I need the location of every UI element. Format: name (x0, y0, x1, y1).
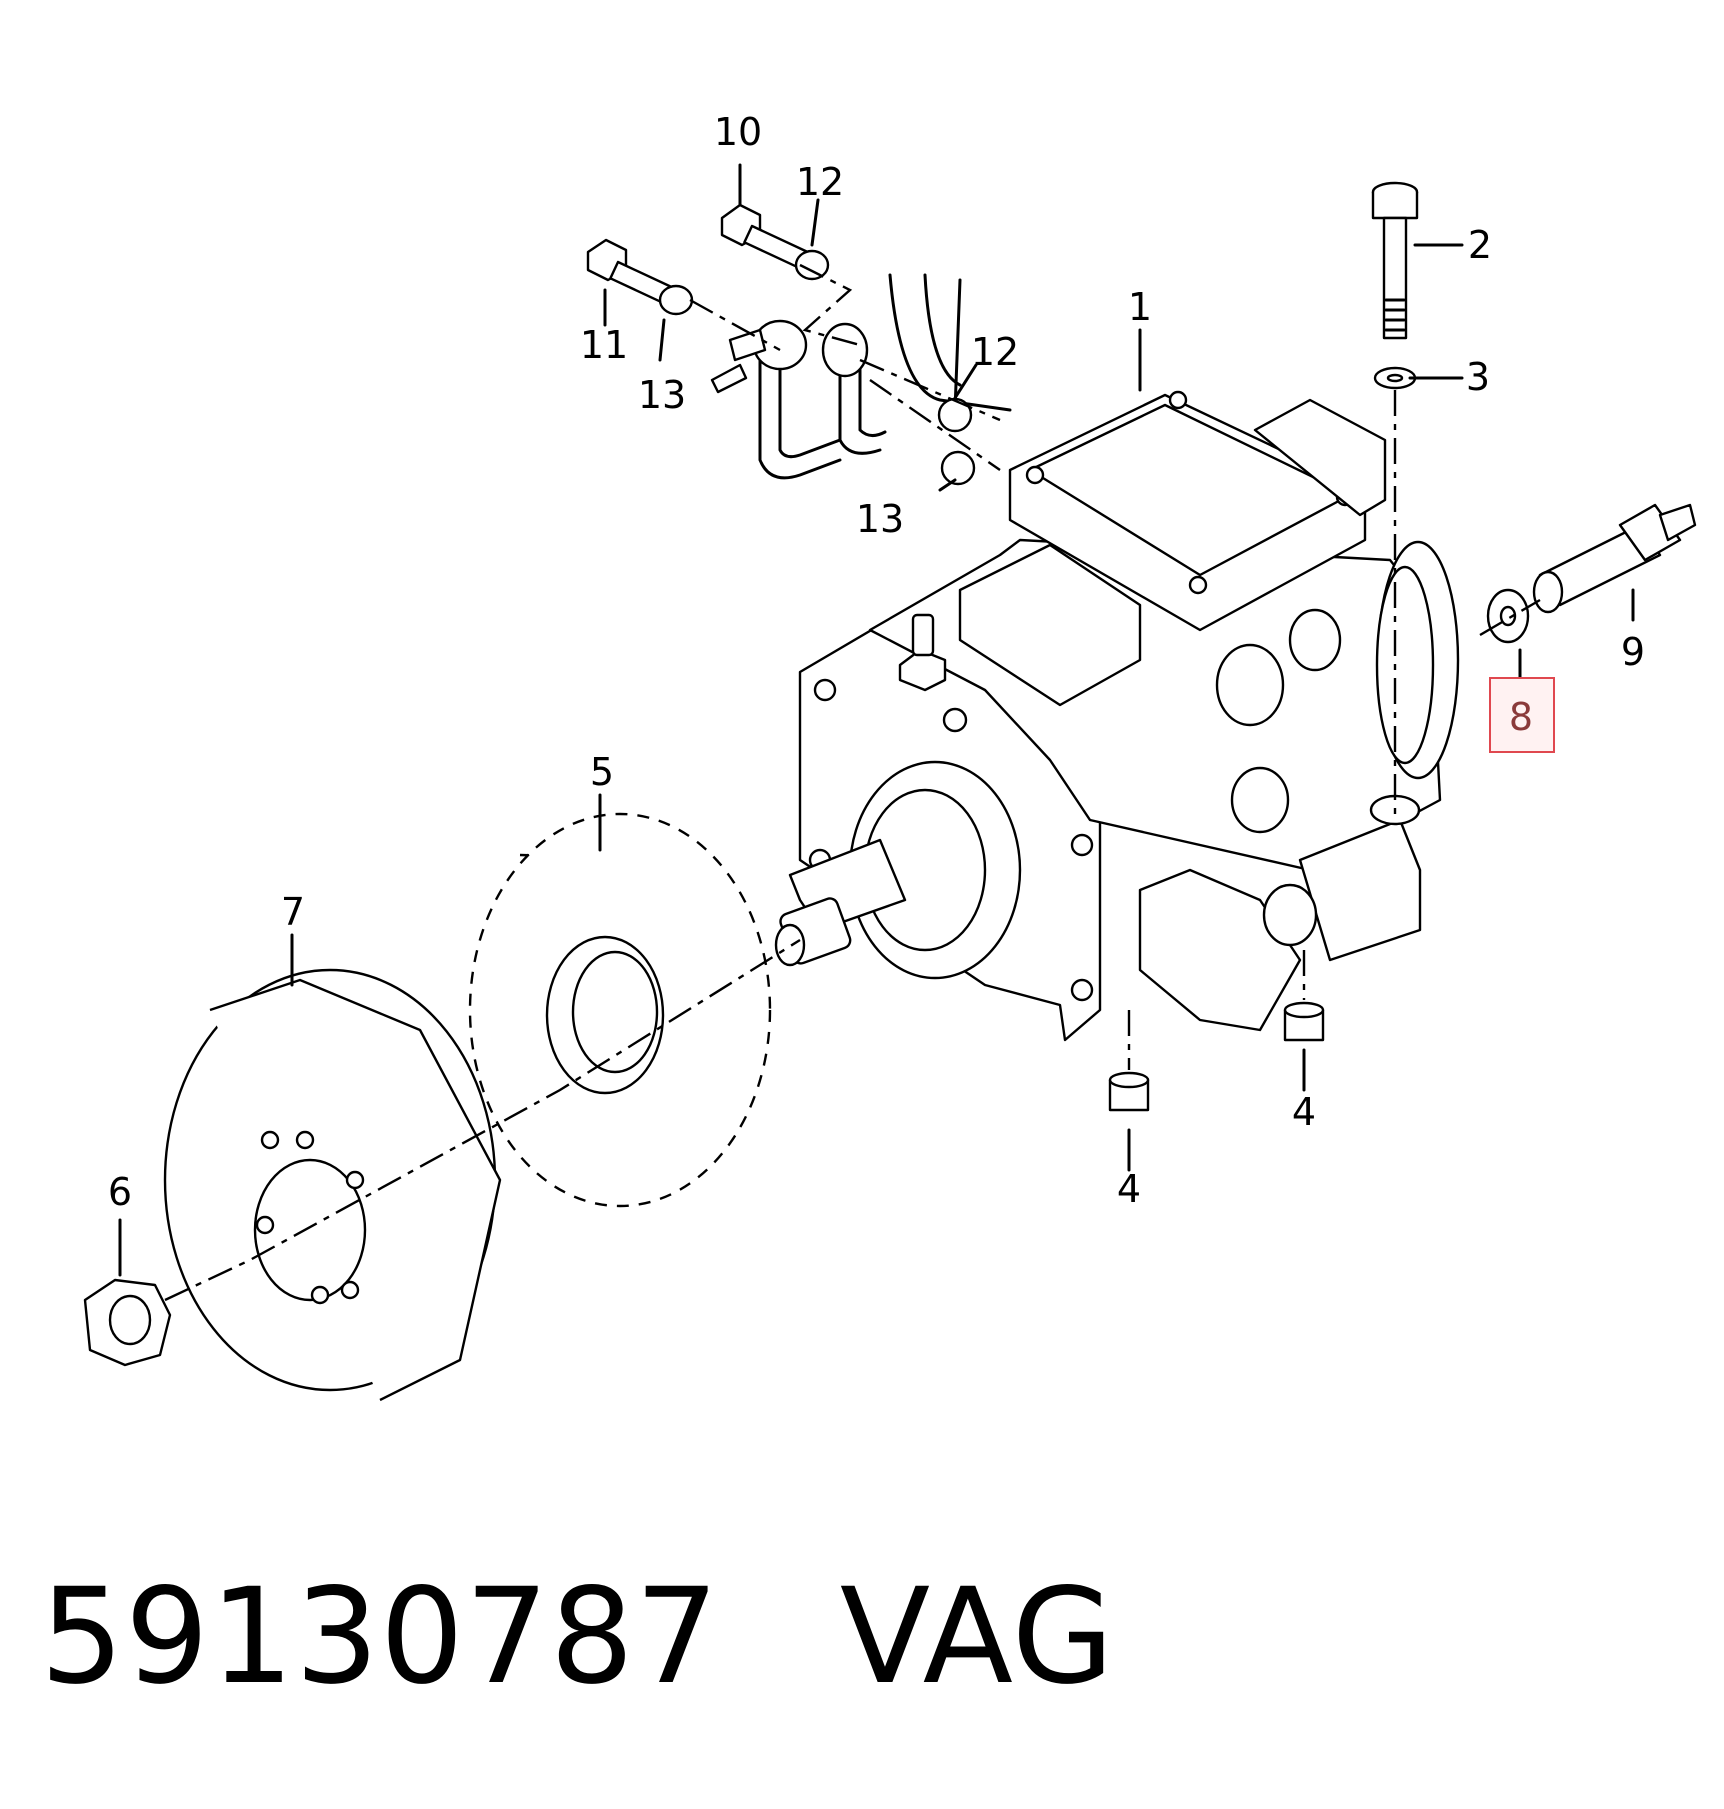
callout-8: 8 (1509, 695, 1533, 739)
part-caption: 59130787 VAG (40, 1560, 1680, 1740)
callout-3: 3 (1466, 355, 1490, 399)
callout-5: 5 (590, 750, 614, 794)
union-axis-line (1479, 598, 1541, 637)
hub-part (163, 968, 502, 1402)
drive-axis-line (164, 938, 801, 1302)
callout-7: 7 (281, 890, 305, 934)
callout-4-left: 4 (1117, 1167, 1141, 1211)
callout-4-right: 4 (1292, 1090, 1316, 1134)
bushing-part-a (1108, 1071, 1150, 1112)
callout-2: 2 (1468, 223, 1492, 267)
callout-13-bottom: 13 (856, 497, 904, 541)
washer-part-3 (1373, 366, 1417, 390)
callout-6: 6 (108, 1170, 132, 1214)
callout-12-top: 12 (796, 160, 844, 204)
leader-lines (118, 163, 1635, 1277)
callout-9: 9 (1621, 630, 1645, 674)
hex-nut-part (83, 1278, 172, 1367)
sealing-ring-part-8 (1486, 588, 1530, 644)
brand-name: VAG (839, 1560, 1115, 1714)
callout-1: 1 (1128, 285, 1152, 329)
union-screw-part (1532, 503, 1697, 614)
callout-12-right: 12 (971, 330, 1019, 374)
part-number: 59130787 (40, 1560, 720, 1714)
long-bolt-part (1371, 181, 1419, 340)
drive-gear-part (468, 812, 772, 1208)
callout-13-left: 13 (638, 373, 686, 417)
bushing-part-b (1283, 1001, 1325, 1042)
injection-pump-body (774, 390, 1460, 1042)
callout-11: 11 (580, 323, 628, 367)
callout-10: 10 (714, 110, 762, 154)
fuel-line-assembly (586, 203, 1012, 486)
highlight-box (1489, 677, 1555, 753)
